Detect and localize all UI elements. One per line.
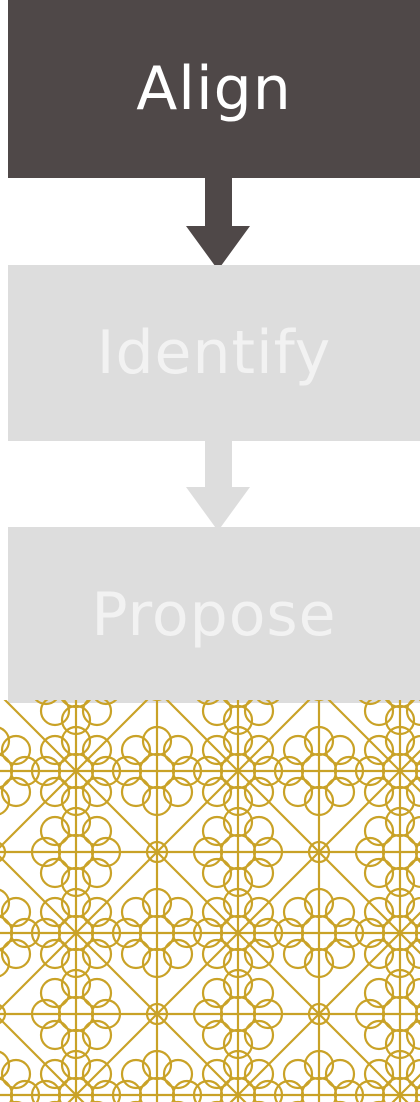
arrow-down-icon (186, 178, 250, 270)
arrow-down-icon (186, 441, 250, 531)
step-identify: Identify (8, 265, 420, 441)
floral-lattice-pattern (0, 700, 420, 1102)
step-align: Align (8, 0, 420, 178)
step-identify-label: Identify (96, 318, 332, 388)
step-propose: Propose (8, 527, 420, 703)
step-align-label: Align (136, 54, 292, 124)
step-propose-label: Propose (91, 580, 337, 650)
